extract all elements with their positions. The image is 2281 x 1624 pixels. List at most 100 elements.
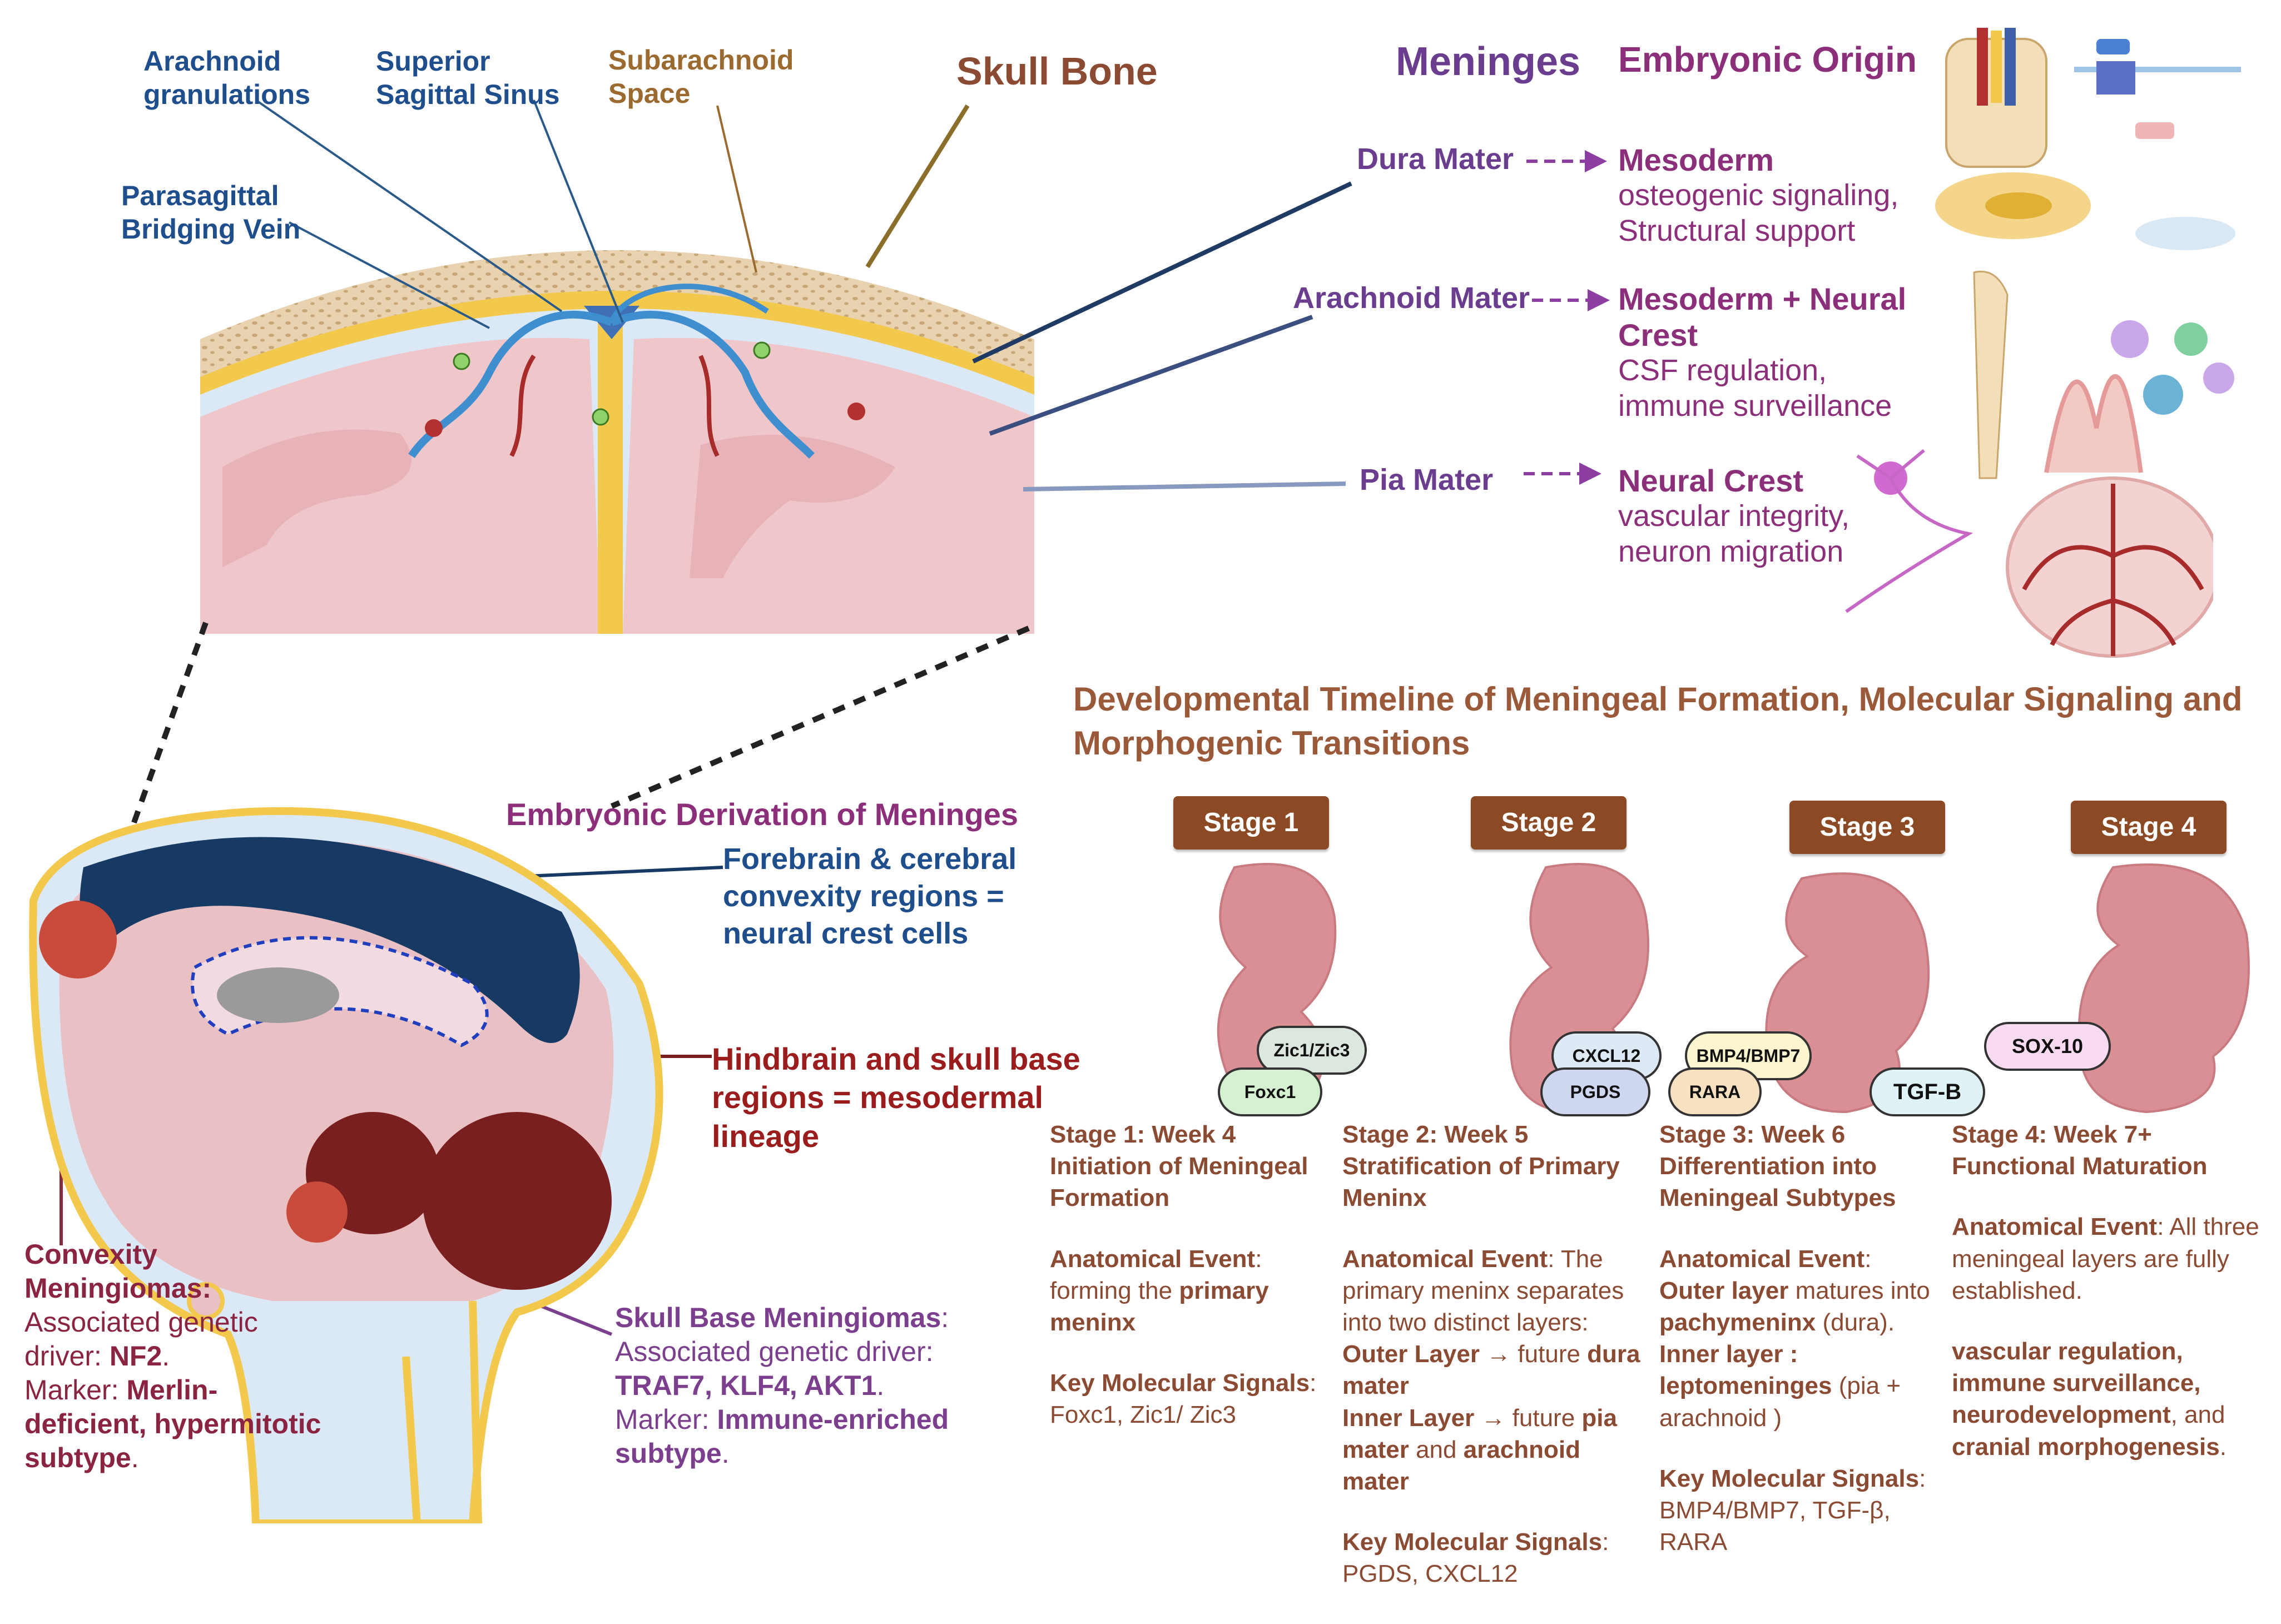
stage-3-outer-label: Outer layer: [1659, 1277, 1789, 1304]
skull-base-title: Skull Base Meningiomas: [615, 1302, 941, 1333]
label-arachnoid-granulations: Arachnoid granulations: [143, 46, 311, 110]
arachnoid-origin-description: CSF regulation, immune surveillance: [1618, 354, 1892, 423]
pill-tgf-b: TGF-B: [1870, 1067, 1985, 1116]
forebrain-label: Forebrain & cerebral convexity regions =…: [723, 842, 1017, 950]
stage-2-signals-label: Key Molecular Signals: [1342, 1528, 1603, 1556]
stage-4-event-label: Anatomical Event: [1952, 1213, 2158, 1241]
skull-base-driver-prefix: Associated genetic driver:: [615, 1336, 934, 1367]
stage-3-event-label: Anatomical Event: [1659, 1245, 1865, 1273]
immune-illustration: [1973, 270, 2234, 479]
stage-3-heading: Stage 3: Week 6 Differentiation into Men…: [1659, 1121, 1896, 1212]
stage-2-box: Stage 2: [1471, 796, 1627, 850]
timeline-title: Developmental Timeline of Meningeal Form…: [1073, 681, 2243, 762]
stage-2-event-label: Anatomical Event: [1342, 1245, 1548, 1273]
stage-3-inner-text: (pia + arachnoid ): [1659, 1372, 1901, 1432]
skull-base-marker: Immune-enriched subtype: [615, 1404, 949, 1469]
stage-1-signals-label: Key Molecular Signals: [1050, 1369, 1310, 1397]
skull-base-meningiomas: Skull Base Meningiomas: Associated genet…: [615, 1302, 949, 1469]
stage-1-heading: Stage 1: Week 4 Initiation of Meningeal …: [1050, 1121, 1308, 1212]
stage-3-signals-text: BMP4/BMP7, TGF-β, RARA: [1659, 1496, 1891, 1556]
dura-mater-label: Dura Mater: [1357, 142, 1514, 176]
stage-2-outer-text: → future: [1479, 1340, 1588, 1368]
convexity-marker: Merlin-deficient, hypermitotic subtype: [24, 1374, 321, 1473]
stage-2-inner-mid: and: [1409, 1436, 1464, 1463]
stage-1-event-bold: primary meninx: [1050, 1277, 1269, 1336]
stage-2-outer-bold: dura mater: [1342, 1340, 1640, 1400]
pia-mater-label: Pia Mater: [1360, 463, 1494, 496]
stage-1-event: Anatomical Event: forming the primary me…: [1050, 1245, 1269, 1336]
arachnoid-origin-title: Mesoderm + Neural Crest: [1618, 281, 1907, 352]
stage-4-event-text: All three meningeal layers are fully est…: [1952, 1213, 2259, 1304]
neuron-vessel-illustration: [1845, 449, 2213, 658]
pia-origin: Neural Crest vascular integrity, neuron …: [1618, 463, 1896, 569]
pill-foxc1: Foxc1: [1218, 1067, 1322, 1116]
stage-4-functions-bold2: cranial morphogenesis: [1952, 1433, 2220, 1461]
arachnoid-origin: Mesoderm + Neural Crest CSF regulation, …: [1618, 281, 1930, 424]
stage-2-signals-text: PGDS, CXCL12: [1342, 1560, 1518, 1588]
embryos-illustration: [1217, 863, 2250, 1114]
convexity-driver: NF2: [109, 1340, 162, 1372]
stage-1-event-label: Anatomical Event: [1050, 1245, 1256, 1273]
arachnoid-mater-label: Arachnoid Mater: [1293, 281, 1530, 315]
stage-4-functions: vascular regulation, immune surveillance…: [1952, 1335, 2263, 1463]
label-skull-bone: Skull Bone: [956, 49, 1158, 93]
stage-3-signals: Key Molecular Signals: BMP4/BMP7, TGF-β,…: [1659, 1464, 1926, 1556]
pill-sox-10: SOX-10: [1984, 1022, 2111, 1071]
embryonic-origin-header: Embryonic Origin: [1618, 39, 1917, 80]
pia-origin-title: Neural Crest: [1618, 463, 1804, 498]
stage-3-inner-label: Inner layer : leptomeninges: [1659, 1340, 1832, 1400]
stage-3-outer-tail: (dura).: [1816, 1308, 1895, 1336]
stage-1-text: Stage 1: Week 4 Initiation of Meningeal …: [1050, 1119, 1328, 1460]
stage-2-inner-bold1: pia mater: [1342, 1404, 1617, 1463]
pill-cxcl12: CXCL12: [1551, 1031, 1662, 1080]
stage-4-functions-mid: , and: [2170, 1401, 2225, 1429]
label-parasagittal-bridging-vein: Parasagittal Bridging Vein: [121, 180, 301, 245]
stage-2-outer-label: Outer Layer: [1342, 1340, 1480, 1368]
dura-origin-description: osteogenic signaling, Structural support: [1618, 178, 1899, 247]
meninges-header: Meninges: [1396, 39, 1581, 84]
stage-2-inner-text: → future: [1474, 1404, 1582, 1432]
convexity-title: Convexity Meningiomas:: [24, 1239, 212, 1304]
pill-zic1-zic3: Zic1/Zic3: [1257, 1026, 1367, 1075]
sagittal-head-illustration: [29, 807, 663, 1523]
stage-2-inner-bold2: arachnoid mater: [1342, 1436, 1580, 1495]
stage-2-signals: Key Molecular Signals: PGDS, CXCL12: [1342, 1528, 1609, 1588]
dura-origin: Mesoderm osteogenic signaling, Structura…: [1618, 142, 1930, 249]
convexity-driver-prefix: Associated genetic driver:: [24, 1307, 258, 1372]
stage-2-heading: Stage 2: Week 5 Stratification of Primar…: [1342, 1121, 1620, 1212]
stage-3-box: Stage 3: [1789, 801, 1945, 854]
stage-1-signals: Key Molecular Signals: Foxc1, Zic1/ Zic3: [1050, 1369, 1317, 1429]
stage-1-box: Stage 1: [1173, 796, 1329, 850]
stage-4-functions-tail: .: [2219, 1433, 2227, 1461]
stage-1-signals-text: Foxc1, Zic1/ Zic3: [1050, 1401, 1236, 1429]
stage-2-event-text: The primary meninx separates into two di…: [1342, 1245, 1624, 1336]
convexity-meningiomas: Convexity Meningiomas: Associated geneti…: [24, 1239, 321, 1473]
stage-4-box: Stage 4: [2071, 801, 2227, 854]
dura-origin-title: Mesoderm: [1618, 142, 1774, 177]
label-subarachnoid-space: Subarachnoid Space: [608, 44, 794, 109]
stage-3-outer-bold: pachymeninx: [1659, 1308, 1816, 1336]
skull-base-marker-prefix: Marker:: [615, 1404, 717, 1435]
stage-3-event: Anatomical Event: Outer layer matures in…: [1659, 1245, 1930, 1432]
stage-3-text: Stage 3: Week 6 Differentiation into Men…: [1659, 1119, 1948, 1587]
stage-1-event-text: forming the: [1050, 1277, 1179, 1304]
stage-4-heading: Stage 4: Week 7+ Functional Maturation: [1952, 1121, 2208, 1180]
pill-rara: RARA: [1668, 1067, 1762, 1116]
stage-4-functions-bold: vascular regulation, immune surveillance…: [1952, 1337, 2201, 1429]
stage-4-text: Stage 4: Week 7+ Functional Maturation A…: [1952, 1119, 2263, 1492]
stage-3-outer-text: matures into: [1788, 1277, 1930, 1304]
stage-4-event: Anatomical Event: All three meningeal la…: [1952, 1213, 2259, 1304]
meninges-cross-section: [200, 250, 1034, 634]
skull-base-drivers: TRAF7, KLF4, AKT1: [615, 1370, 877, 1401]
stage-2-inner-label: Inner Layer: [1342, 1404, 1475, 1432]
bone-signaling-illustration: [1935, 28, 2241, 250]
hindbrain-label: Hindbrain and skull base regions = mesod…: [712, 1041, 1080, 1154]
convexity-marker-prefix: Marker:: [24, 1374, 127, 1406]
stage-2-text: Stage 2: Week 5 Stratification of Primar…: [1342, 1119, 1654, 1618]
stage-2-event: Anatomical Event: The primary meninx sep…: [1342, 1245, 1640, 1495]
pill-pgds: PGDS: [1540, 1067, 1650, 1116]
stage-3-signals-label: Key Molecular Signals: [1659, 1464, 1920, 1492]
derivation-title: Embryonic Derivation of Meninges: [506, 797, 1019, 832]
label-superior-sagittal-sinus: Superior Sagittal Sinus: [376, 46, 560, 110]
